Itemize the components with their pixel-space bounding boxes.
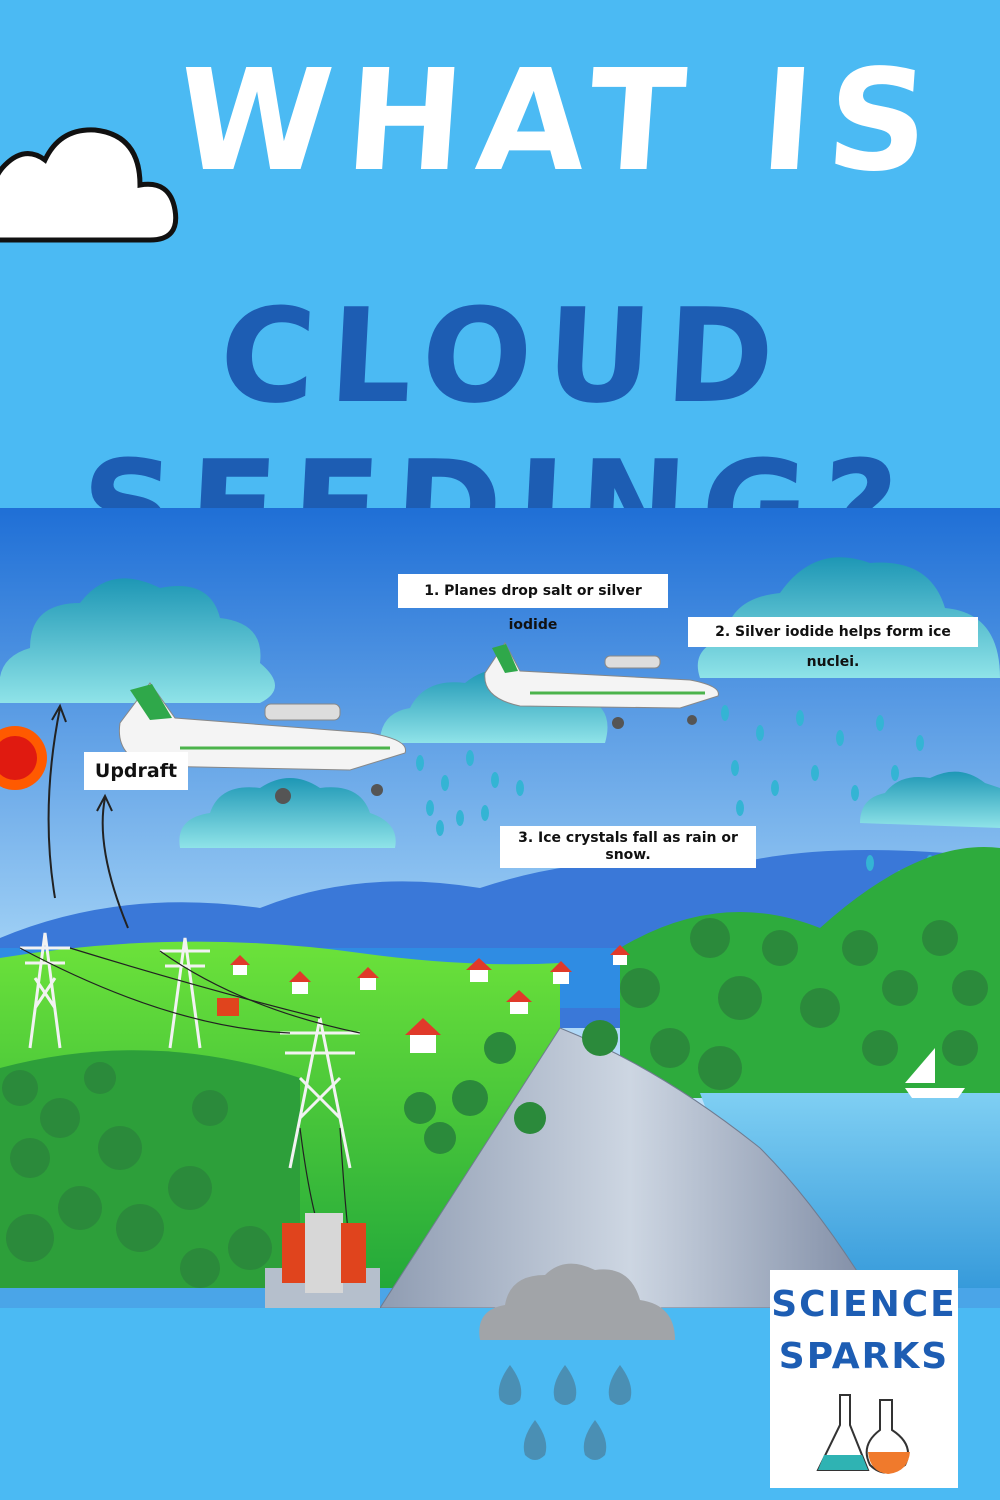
updraft-label: Updraft [84, 752, 188, 790]
flask-icon [816, 1394, 910, 1474]
plane-icon [118, 682, 407, 804]
cloud-icon [860, 771, 1000, 828]
step-3-label: 3. Ice crystals fall as rain or snow. [500, 826, 756, 868]
tree-icon [2, 918, 988, 1288]
dam-icon [379, 1027, 881, 1308]
transformer-icon [217, 998, 380, 1308]
logo-line-1: SCIENCE [771, 1284, 957, 1325]
sun-icon [0, 726, 47, 790]
step-1-label: 1. Planes drop salt or silver iodide [398, 574, 668, 633]
cloud-icon [0, 127, 179, 243]
cloud-icon [179, 778, 396, 848]
house-icon [230, 945, 630, 1053]
pylon-icon [20, 932, 360, 1169]
step-2-label: 2. Silver iodide helps form ice nuclei. [688, 617, 978, 670]
updraft-arrows [47, 703, 129, 929]
science-sparks-logo: SCIENCE SPARKS [770, 1270, 958, 1488]
plane-icon [484, 642, 719, 729]
logo-line-2: SPARKS [778, 1336, 950, 1377]
sailboat-icon [905, 1048, 965, 1098]
rain-cloud-icon [479, 1263, 675, 1460]
cloud-icon [0, 578, 275, 703]
title-line-1: WHAT IS [172, 40, 948, 203]
raindrop-icon [416, 705, 964, 926]
cloud-seeding-illustration [0, 508, 1000, 1308]
